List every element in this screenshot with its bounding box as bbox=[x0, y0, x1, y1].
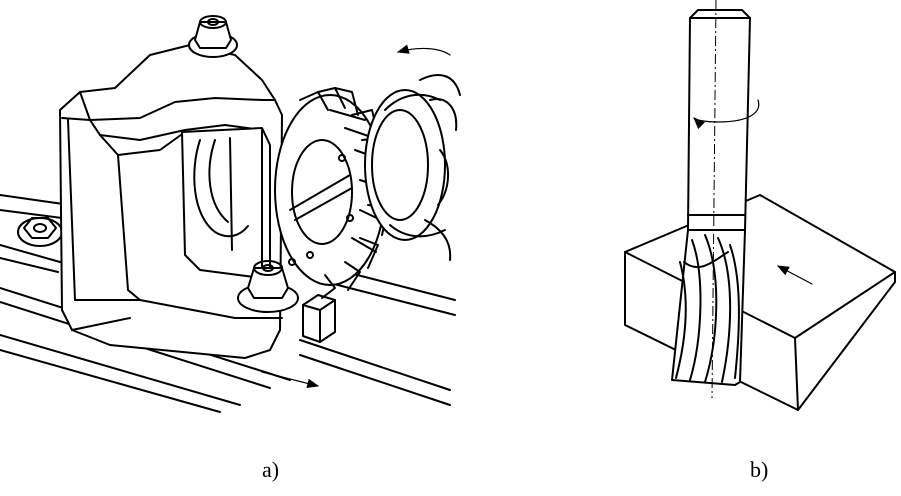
panel-b-illustration bbox=[624, 0, 896, 411]
workpiece-block bbox=[624, 194, 896, 411]
top-clamp-bolt bbox=[188, 15, 238, 58]
rotation-arrow-icon bbox=[693, 99, 760, 130]
spindle-arbor bbox=[364, 74, 461, 261]
helical-flutes bbox=[671, 229, 746, 386]
disc-milling-cutter bbox=[274, 74, 461, 299]
panel-a-caption: a) bbox=[262, 457, 280, 482]
left-clamp-bolt bbox=[17, 217, 63, 247]
panel-b-caption: b) bbox=[750, 457, 769, 482]
feed-arrow-icon bbox=[776, 265, 813, 285]
panel-a-illustration bbox=[0, 15, 461, 413]
end-mill-shank bbox=[687, 9, 751, 231]
feed-arrow-icon bbox=[261, 371, 320, 389]
rotation-arrow-icon bbox=[396, 44, 451, 56]
bottom-clamp-bolt bbox=[237, 260, 299, 313]
workpiece-block bbox=[302, 294, 336, 343]
fixture-body bbox=[59, 44, 283, 359]
cutter-axis-line bbox=[711, 0, 717, 399]
